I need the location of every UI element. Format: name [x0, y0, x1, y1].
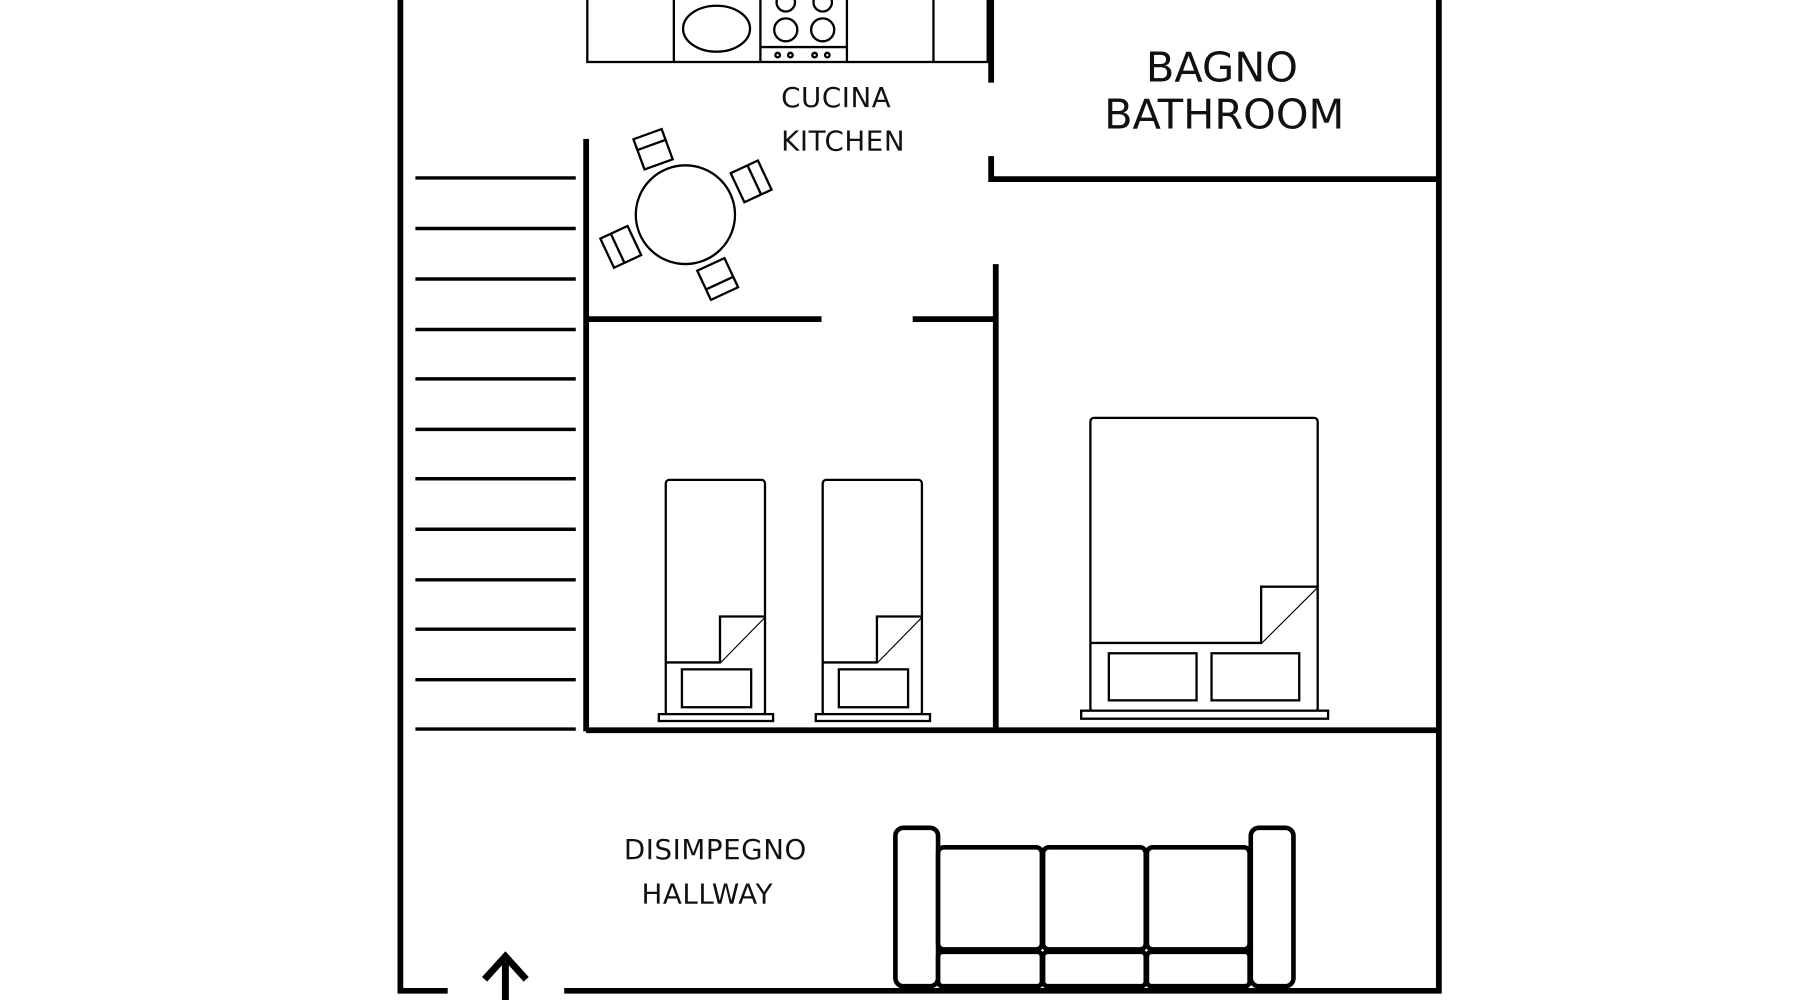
double-bed [1080, 416, 1330, 720]
single-bed-1 [657, 478, 775, 723]
entrance-arrow-icon [482, 951, 529, 1000]
kitchen-label-en: KITCHEN [781, 124, 905, 157]
dining-table [598, 127, 774, 302]
stove-icon [760, 0, 847, 59]
sink-icon [681, 4, 752, 53]
hallway-label-it: DISIMPEGNO [624, 833, 807, 866]
bathroom-label-it: BAGNO [1146, 44, 1298, 92]
bathroom-label-en: BATHROOM [1104, 91, 1344, 139]
kitchen-label-it: CUCINA [781, 81, 891, 114]
stairs [415, 176, 576, 731]
walls [397, 0, 1442, 994]
hallway-label-en: HALLWAY [641, 878, 773, 911]
single-bed-2 [814, 478, 932, 723]
sofa [893, 825, 1296, 989]
kitchen-counter [586, 0, 989, 64]
